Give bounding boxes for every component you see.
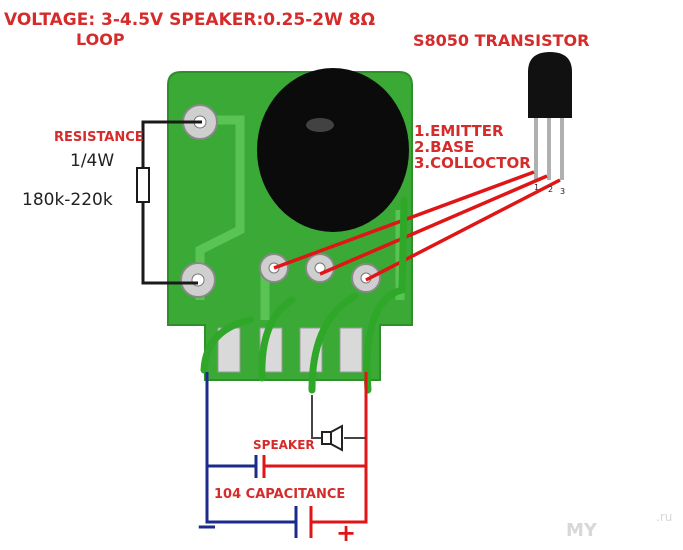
pin-number-3: 3 xyxy=(560,187,566,196)
loop-label: LOOP xyxy=(76,30,125,49)
capacitor-label: 104 CAPACITANCE xyxy=(214,487,346,502)
pin-number-2: 2 xyxy=(548,185,554,194)
green-wires xyxy=(200,196,408,394)
pin-emitter-label: 1.EMITTER xyxy=(414,122,504,140)
watermark-suffix: .ru xyxy=(656,510,673,524)
resistance-label: RESISTANCE xyxy=(54,130,144,145)
bottom-circuit xyxy=(205,372,368,538)
voltage-spec: VOLTAGE: 3-4.5V SPEAKER:0.25-2W 8Ω xyxy=(4,10,376,30)
edge-pad-4 xyxy=(339,327,363,373)
watermark: MY xyxy=(566,520,597,541)
pin-base-label: 2.BASE xyxy=(414,138,475,156)
resistor-value: 180k-220k xyxy=(22,190,113,210)
speaker-label: SPEAKER xyxy=(253,438,315,452)
minus-sign: − xyxy=(196,512,218,542)
resistor-power: 1/4W xyxy=(70,151,115,171)
plus-sign: + xyxy=(336,519,357,547)
speaker-icon xyxy=(321,424,343,452)
epoxy-chip xyxy=(257,68,409,232)
transistor-icon xyxy=(528,52,572,180)
pin-collector-label: 3.COLLOCTOR xyxy=(414,154,531,172)
resistor-symbol xyxy=(136,120,202,285)
sound-module-board xyxy=(167,68,413,381)
transistor-title: S8050 TRANSISTOR xyxy=(413,31,590,50)
pin-number-1: 1 xyxy=(534,183,540,192)
